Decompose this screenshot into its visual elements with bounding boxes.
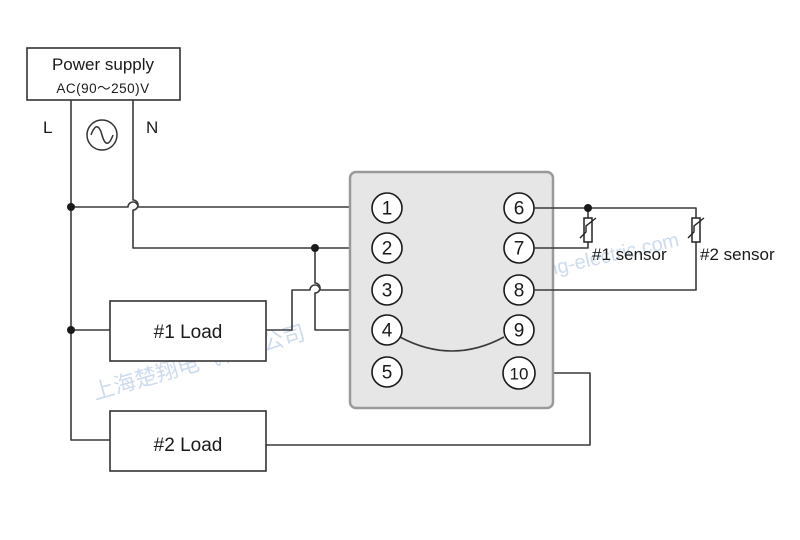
terminal-3: 3 — [371, 274, 403, 306]
terminal-10: 10 — [502, 356, 536, 390]
line-wire — [70, 100, 110, 441]
terminal-6: 6 — [503, 192, 535, 224]
wire-terminal-8 — [534, 240, 697, 291]
wire-terminal-3 — [266, 284, 372, 331]
terminal-4: 4 — [371, 314, 403, 346]
terminal-5-number: 5 — [382, 363, 393, 384]
terminal-8-number: 8 — [514, 281, 525, 302]
sensor-1-thermistor — [579, 217, 597, 243]
neutral-label: N — [146, 118, 158, 137]
terminal-1: 1 — [371, 192, 403, 224]
terminal-2-number: 2 — [382, 239, 393, 260]
terminal-8: 8 — [503, 274, 535, 306]
junction-terminal-2 — [311, 244, 319, 252]
wire-terminal-6 — [534, 207, 697, 220]
jumper-4-to-9 — [399, 336, 505, 352]
terminal-1-number: 1 — [382, 199, 393, 220]
wire-terminal-10 — [266, 372, 591, 446]
terminal-5: 5 — [371, 356, 403, 388]
terminal-9: 9 — [503, 314, 535, 346]
line-label: L — [43, 118, 52, 137]
power-supply-title: Power supply — [52, 55, 155, 74]
wire-terminal-1 — [71, 201, 372, 208]
junction-sensor — [584, 204, 592, 212]
neutral-wire — [132, 100, 372, 249]
load-1-label: #1 Load — [154, 322, 223, 343]
load-2-label: #2 Load — [154, 435, 223, 456]
terminal-9-number: 9 — [514, 321, 525, 342]
sensor-1-label: #1 sensor — [592, 245, 667, 264]
junction-line-1 — [67, 203, 75, 211]
load-2: #2 Load — [109, 410, 267, 472]
power-supply-box — [26, 47, 181, 101]
terminal-4-number: 4 — [382, 321, 393, 342]
sensor-2-label: #2 sensor — [700, 245, 775, 264]
load-2-box — [109, 410, 267, 472]
terminal-6-number: 6 — [514, 199, 525, 220]
load-1: #1 Load — [109, 300, 267, 362]
terminal-3-number: 3 — [382, 281, 393, 302]
terminal-7: 7 — [503, 232, 535, 264]
terminal-7-number: 7 — [514, 239, 525, 260]
junction-line-2 — [67, 326, 75, 334]
power-supply-rating: AC(90～250)V — [56, 81, 149, 96]
terminal-2: 2 — [371, 232, 403, 264]
power-supply: Power supply AC(90～250)V — [26, 47, 181, 101]
load-1-box — [109, 300, 267, 362]
terminal-10-number: 10 — [510, 365, 529, 384]
ac-sine-icon — [86, 119, 118, 151]
sensor-2-thermistor — [687, 217, 705, 243]
